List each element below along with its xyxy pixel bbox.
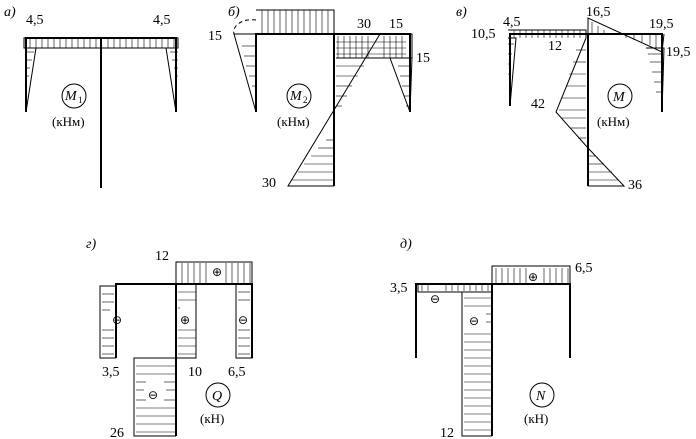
panel-v-value-16-5: 16,5: [586, 5, 611, 20]
panel-d-hatching: [421, 268, 569, 431]
panel-d-normal-n: д) 3,5 6,5 12 ⊕ ⊖ ⊖ N (кН): [390, 237, 593, 439]
panel-v-value-19-5-top: 19,5: [649, 17, 674, 32]
panel-d-value-12: 12: [440, 426, 454, 439]
panel-b-top-load-epure: [256, 9, 335, 34]
panel-g-column-epure: [133, 357, 176, 437]
panel-g-frame: [115, 283, 253, 358]
panel-b-symbol-circle: [286, 83, 312, 109]
panel-v-value-12: 12: [548, 39, 562, 54]
panel-b-symbol-subscript: 2: [303, 95, 308, 105]
panel-g-symbol-circle: [205, 382, 231, 408]
panel-b-diagonal-epure: [287, 33, 381, 187]
panel-v-symbol: M: [612, 90, 626, 105]
panel-b-value-15-right: 15: [416, 51, 430, 66]
panel-d-sign-column: ⊖: [469, 314, 479, 328]
panel-d-column-epure: [461, 291, 492, 437]
panel-d-value-3-5: 3,5: [390, 281, 408, 296]
panel-b-symbol: M: [289, 89, 303, 104]
panel-g-mid-right-epure: [176, 284, 197, 359]
panel-b-right-block-epure: [336, 33, 413, 59]
panel-b-label: б): [228, 5, 240, 20]
panel-d-top-right-epure: [491, 265, 571, 284]
panel-g-shear-q: г) 12 3,5 10 6,5 26 ⊕ ⊖ ⊕ ⊖ ⊖ Q (кН): [86, 237, 253, 439]
panel-d-symbol-circle: [529, 382, 555, 408]
panel-b-value-15-left: 15: [208, 29, 222, 44]
panel-v-unit: (кНм): [597, 114, 630, 129]
panel-g-left-leg-epure: [99, 285, 116, 359]
panel-a-value-left: 4,5: [26, 13, 44, 28]
panel-v-value-36: 36: [628, 178, 642, 193]
panel-g-value-3-5: 3,5: [102, 365, 120, 380]
panel-v-moment-m: в) 10,5 4,5 16,5 19,5 12 19,5 42 36 M (к…: [456, 5, 691, 193]
panel-g-sign-right: ⊖: [238, 313, 248, 327]
panel-d-sign-top: ⊕: [528, 270, 538, 284]
panel-a-moment-m1: а) 4,5 4,5 M 1 (кНм): [4, 5, 179, 188]
panel-g-symbol: Q: [212, 389, 222, 404]
panel-g-value-6-5: 6,5: [228, 365, 246, 380]
panel-v-value-4-5: 4,5: [503, 15, 521, 30]
panel-v-frame: [509, 33, 663, 112]
panel-v-value-42: 42: [531, 97, 545, 112]
panel-v-value-19-5-right: 19,5: [666, 45, 691, 60]
panel-v-top-left-epure: [508, 29, 587, 38]
panel-b-unit: (кНм): [277, 114, 310, 129]
panel-d-unit: (кН): [524, 411, 548, 426]
panel-d-label: д): [400, 237, 412, 252]
panel-b-value-30-top: 30: [357, 17, 371, 32]
panel-a-symbol-subscript: 1: [78, 95, 83, 105]
panel-d-sign-left: ⊖: [430, 292, 440, 306]
panel-b-moment-m2: б) 15 30 15 15 30 M 2 (кНм): [208, 5, 430, 191]
panel-a-unit: (кНм): [52, 114, 85, 129]
panel-a-left-leg-epure: [24, 47, 37, 113]
panel-g-value-12: 12: [155, 249, 169, 264]
panel-g-value-26: 26: [110, 426, 124, 439]
panel-v-value-10-5: 10,5: [471, 27, 496, 42]
panel-v-label: в): [456, 5, 467, 20]
panel-b-value-15-top: 15: [389, 17, 403, 32]
panel-a-symbol: M: [64, 89, 78, 104]
panel-g-label: г): [86, 237, 96, 252]
panel-g-top-epure: [175, 261, 253, 284]
panel-g-sign-mid: ⊕: [180, 313, 190, 327]
panel-g-sign-top: ⊕: [212, 265, 222, 279]
panel-g-sign-column: ⊖: [148, 388, 158, 402]
panel-a-value-right: 4,5: [153, 13, 171, 28]
panel-d-top-left-epure: [417, 284, 492, 293]
panel-d-symbol: N: [535, 389, 546, 404]
panel-g-hatching: [102, 263, 251, 433]
panel-d-value-6-5: 6,5: [575, 261, 593, 276]
panel-a-label: а): [4, 5, 16, 20]
panel-b-value-30-bottom: 30: [262, 176, 276, 191]
panel-v-symbol-circle: [607, 83, 633, 109]
panel-g-sign-left: ⊖: [112, 313, 122, 327]
panel-b-hatching: [242, 10, 410, 181]
panel-g-unit: (кН): [200, 411, 224, 426]
panel-a-symbol-circle: [61, 83, 87, 109]
panel-a-right-leg-epure: [165, 47, 178, 113]
panel-g-value-10: 10: [188, 365, 202, 380]
panel-b-dashed-arc: [233, 19, 257, 35]
